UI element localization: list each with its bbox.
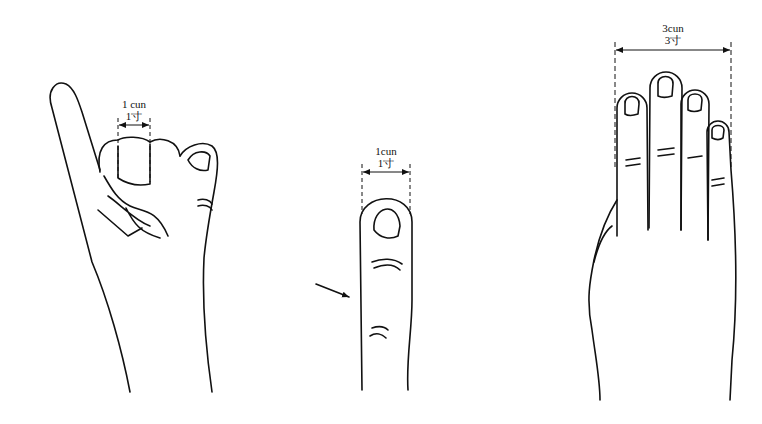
measure-label: 1寸 (126, 110, 143, 122)
thumb-hand (316, 199, 412, 390)
measure-label: 3cun (662, 22, 683, 34)
measure-label: 1 cun (122, 98, 146, 110)
four-finger-hand (589, 72, 736, 400)
dimension-marks (118, 42, 731, 214)
measure-label: 3寸 (665, 34, 682, 46)
measure-label: 1寸 (378, 157, 395, 169)
bent-finger-hand (50, 83, 217, 392)
measure-label: 1cun (375, 145, 396, 157)
